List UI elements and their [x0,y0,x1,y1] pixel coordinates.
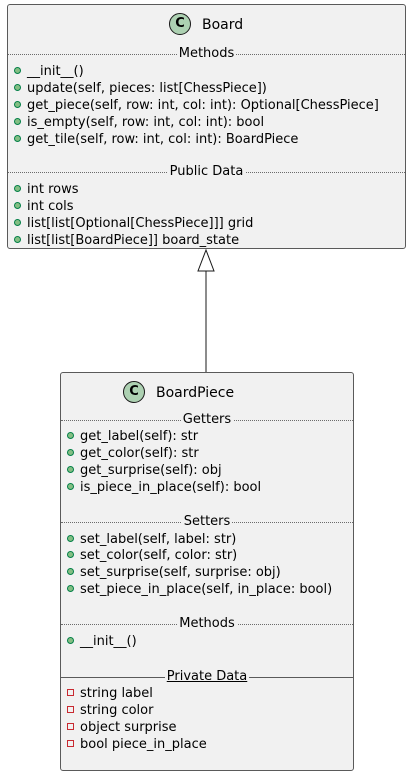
member-row: is_empty(self, row: int, col: int): bool [14,115,264,131]
member-row: __init__() [14,64,84,80]
class-boardpiece[interactable]: C BoardPiece Getters get_label(self): st… [60,372,354,771]
member-row: set_color(self, color: str) [67,548,237,564]
class-boardpiece-header: C BoardPiece [61,373,353,411]
public-icon [67,637,74,644]
member-row: get_label(self): str [67,429,198,445]
public-icon [14,67,21,74]
member-row: set_label(self, label: str) [67,532,236,548]
public-icon [14,202,21,209]
section-label-getters: Getters [180,412,234,427]
member-row: is_piece_in_place(self): bool [67,480,261,496]
member-row: int rows [14,182,79,198]
member-row: object surprise [67,720,177,736]
member-row: int cols [14,199,74,215]
member-row: string label [67,686,153,702]
public-icon [14,101,21,108]
class-board[interactable]: C Board Methods __init__() update(self, … [7,4,406,249]
public-icon [14,135,21,142]
public-icon [67,483,74,490]
public-icon [67,466,74,473]
public-icon [14,118,21,125]
public-icon [67,551,74,558]
member-row: bool piece_in_place [67,737,207,753]
public-icon [14,236,21,243]
public-icon [67,568,74,575]
public-icon [14,219,21,226]
public-icon [14,84,21,91]
public-icon [67,449,74,456]
member-row: list[list[BoardPiece]] board_state [14,233,239,249]
member-row: get_piece(self, row: int, col: int): Opt… [14,98,379,114]
private-icon [67,689,74,696]
member-row: string color [67,703,153,719]
private-icon [67,740,74,747]
private-icon [67,723,74,730]
member-row: get_surprise(self): obj [67,463,222,479]
member-row: get_color(self): str [67,446,199,462]
public-icon [14,185,21,192]
section-label-private-data: Private Data [164,669,250,684]
class-stereotype-icon: C [123,381,145,403]
public-icon [67,432,74,439]
class-board-header: C Board [8,5,405,43]
member-row: set_piece_in_place(self, in_place: bool) [67,582,332,598]
section-label-public-data: Public Data [167,164,246,179]
section-label-methods: Methods [177,616,237,631]
member-row: set_surprise(self, surprise: obj) [67,565,281,581]
public-icon [67,585,74,592]
member-row: get_tile(self, row: int, col: int): Boar… [14,132,298,148]
section-label-setters: Setters [181,514,233,529]
member-row: update(self, pieces: list[ChessPiece]) [14,81,267,97]
section-label-methods: Methods [176,46,237,61]
private-icon [67,706,74,713]
class-stereotype-icon: C [169,13,191,35]
member-row: __init__() [67,634,137,650]
public-icon [67,535,74,542]
inheritance-arrowhead [197,248,215,272]
class-board-name: Board [202,17,244,33]
class-boardpiece-name: BoardPiece [156,385,235,401]
member-row: list[list[Optional[ChessPiece]]] grid [14,216,253,232]
